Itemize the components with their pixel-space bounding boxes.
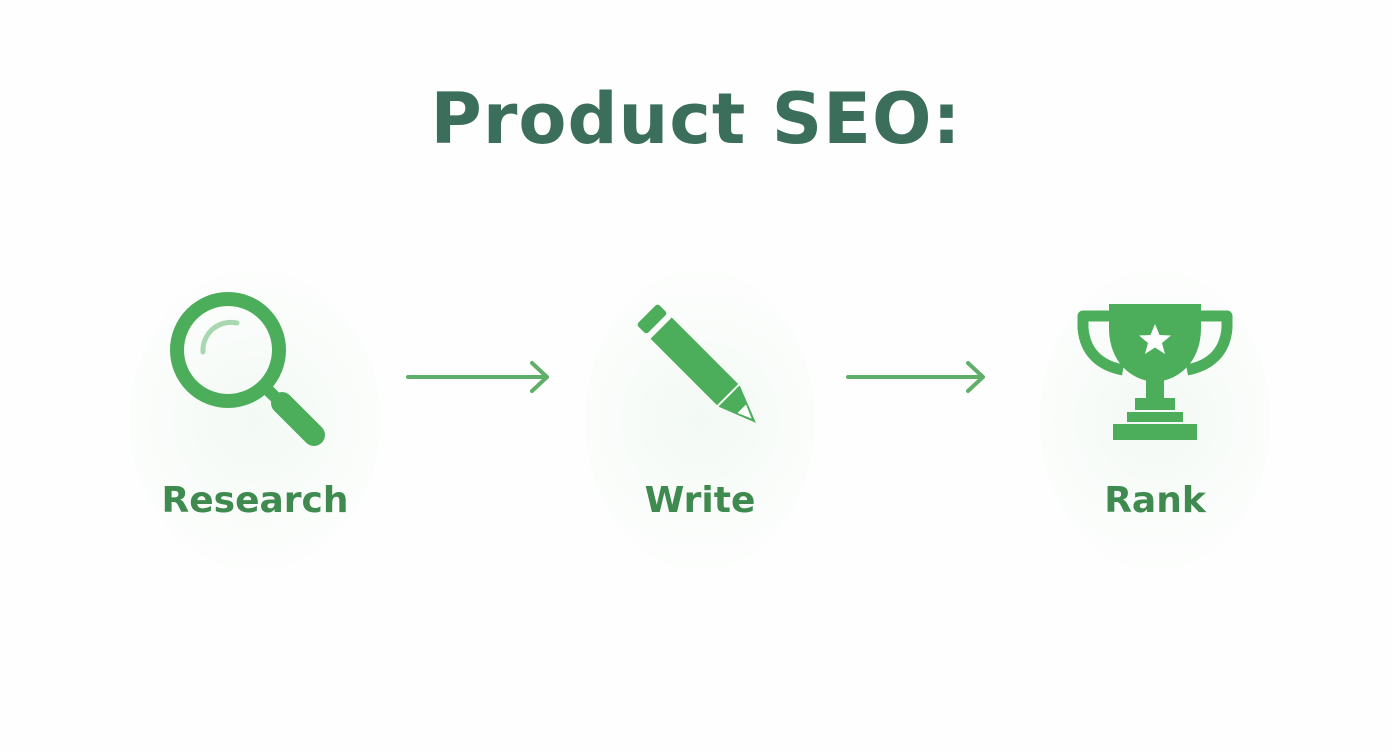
diagram-title: Product SEO: — [430, 78, 962, 160]
step-label-research: Research — [161, 480, 349, 521]
trophy-icon — [1077, 304, 1233, 440]
step-label-write: Write — [644, 480, 756, 521]
step-label-rank: Rank — [1104, 480, 1206, 521]
arrow-right-icon — [846, 361, 985, 393]
step-halo-write — [585, 270, 815, 570]
pencil-icon — [637, 304, 756, 423]
magnifying-glass-icon — [170, 292, 325, 446]
arrow-right-icon — [406, 361, 549, 393]
step-halo-research — [130, 270, 380, 570]
